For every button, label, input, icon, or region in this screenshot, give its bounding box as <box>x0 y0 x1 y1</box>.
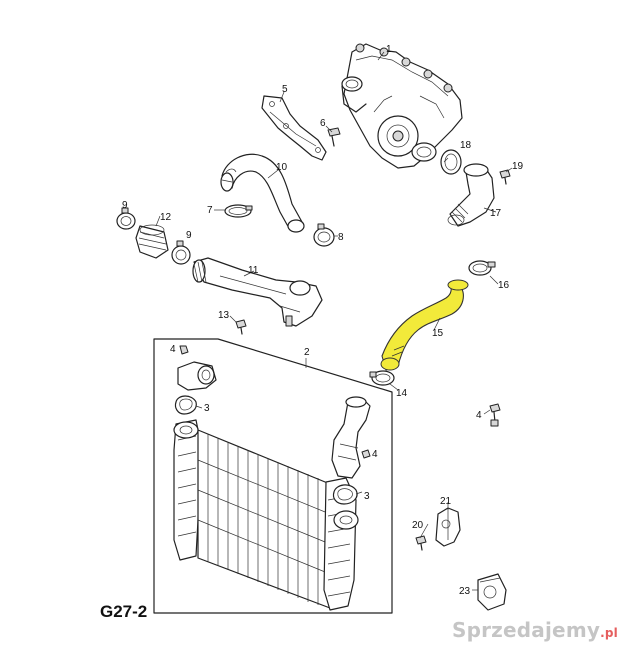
hose-clamp-16 <box>468 260 496 276</box>
callout-21: 21 <box>440 496 452 507</box>
callout-3-top: 3 <box>204 403 210 414</box>
callout-5: 5 <box>282 84 288 95</box>
watermark-text: Sprzedajemy <box>452 618 601 642</box>
intake-pipe-11 <box>192 257 323 327</box>
callout-3-right: 3 <box>364 491 370 502</box>
hose-clamp-9-right <box>171 240 191 265</box>
gasket-ring-18 <box>440 149 462 175</box>
seal-ring-3-right <box>332 484 358 505</box>
screw-4-right <box>361 449 371 459</box>
mount-23 <box>477 573 507 611</box>
callout-14: 14 <box>396 388 408 399</box>
callout-1: 1 <box>386 44 392 55</box>
callout-15: 15 <box>432 328 444 339</box>
screw-4-outside <box>489 403 501 427</box>
hose-clamp-8 <box>313 223 335 247</box>
bolt-19 <box>499 169 511 185</box>
bolt-6 <box>327 127 341 147</box>
hose-10 <box>220 153 305 233</box>
callout-4-top: 4 <box>170 344 176 355</box>
callout-9-right: 9 <box>186 230 192 241</box>
leader-lines <box>155 51 513 591</box>
callout-19: 19 <box>512 161 524 172</box>
highlighted-hose-15 <box>380 279 469 371</box>
callout-4-right: 4 <box>372 449 378 460</box>
bracket-21 <box>435 507 461 547</box>
intercooler <box>173 419 359 611</box>
callout-13: 13 <box>218 310 230 321</box>
hose-clamp-7 <box>224 204 253 218</box>
callout-labels: 1 2 3 3 3 4 4 4 5 6 7 8 9 9 10 11 12 13 … <box>122 44 524 597</box>
callout-9-left: 9 <box>122 200 128 211</box>
callout-18: 18 <box>460 140 472 151</box>
callout-12: 12 <box>160 212 172 223</box>
callout-20: 20 <box>412 520 424 531</box>
seal-ring-3-top <box>174 395 197 415</box>
callout-16: 16 <box>498 280 510 291</box>
bolt-13 <box>235 319 247 335</box>
outlet-elbow <box>331 396 371 479</box>
inlet-connector <box>177 361 217 391</box>
hose-clamp-9-left <box>116 207 136 230</box>
callout-17: 17 <box>490 208 502 219</box>
callout-2: 2 <box>304 347 310 358</box>
callout-8: 8 <box>338 232 344 243</box>
diagram-code: G27-2 <box>100 602 148 621</box>
callout-11: 11 <box>248 265 259 276</box>
assembly-frame-2 <box>153 338 393 614</box>
bolt-20 <box>415 535 427 551</box>
bracket <box>261 95 327 161</box>
screw-4-top <box>179 345 189 355</box>
elbow-pipe-17 <box>447 163 495 227</box>
turbocharger-assembly <box>341 43 463 169</box>
callout-23: 23 <box>459 586 471 597</box>
watermark-suffix: .pl <box>600 626 618 640</box>
watermark: Sprzedajemy.pl <box>452 618 618 642</box>
callout-10: 10 <box>276 162 288 173</box>
callout-7: 7 <box>207 205 213 216</box>
callout-6: 6 <box>320 118 326 129</box>
sleeve-12 <box>135 224 169 259</box>
callout-4-outside: 4 <box>476 410 482 421</box>
hose-clamp-14 <box>369 370 395 386</box>
